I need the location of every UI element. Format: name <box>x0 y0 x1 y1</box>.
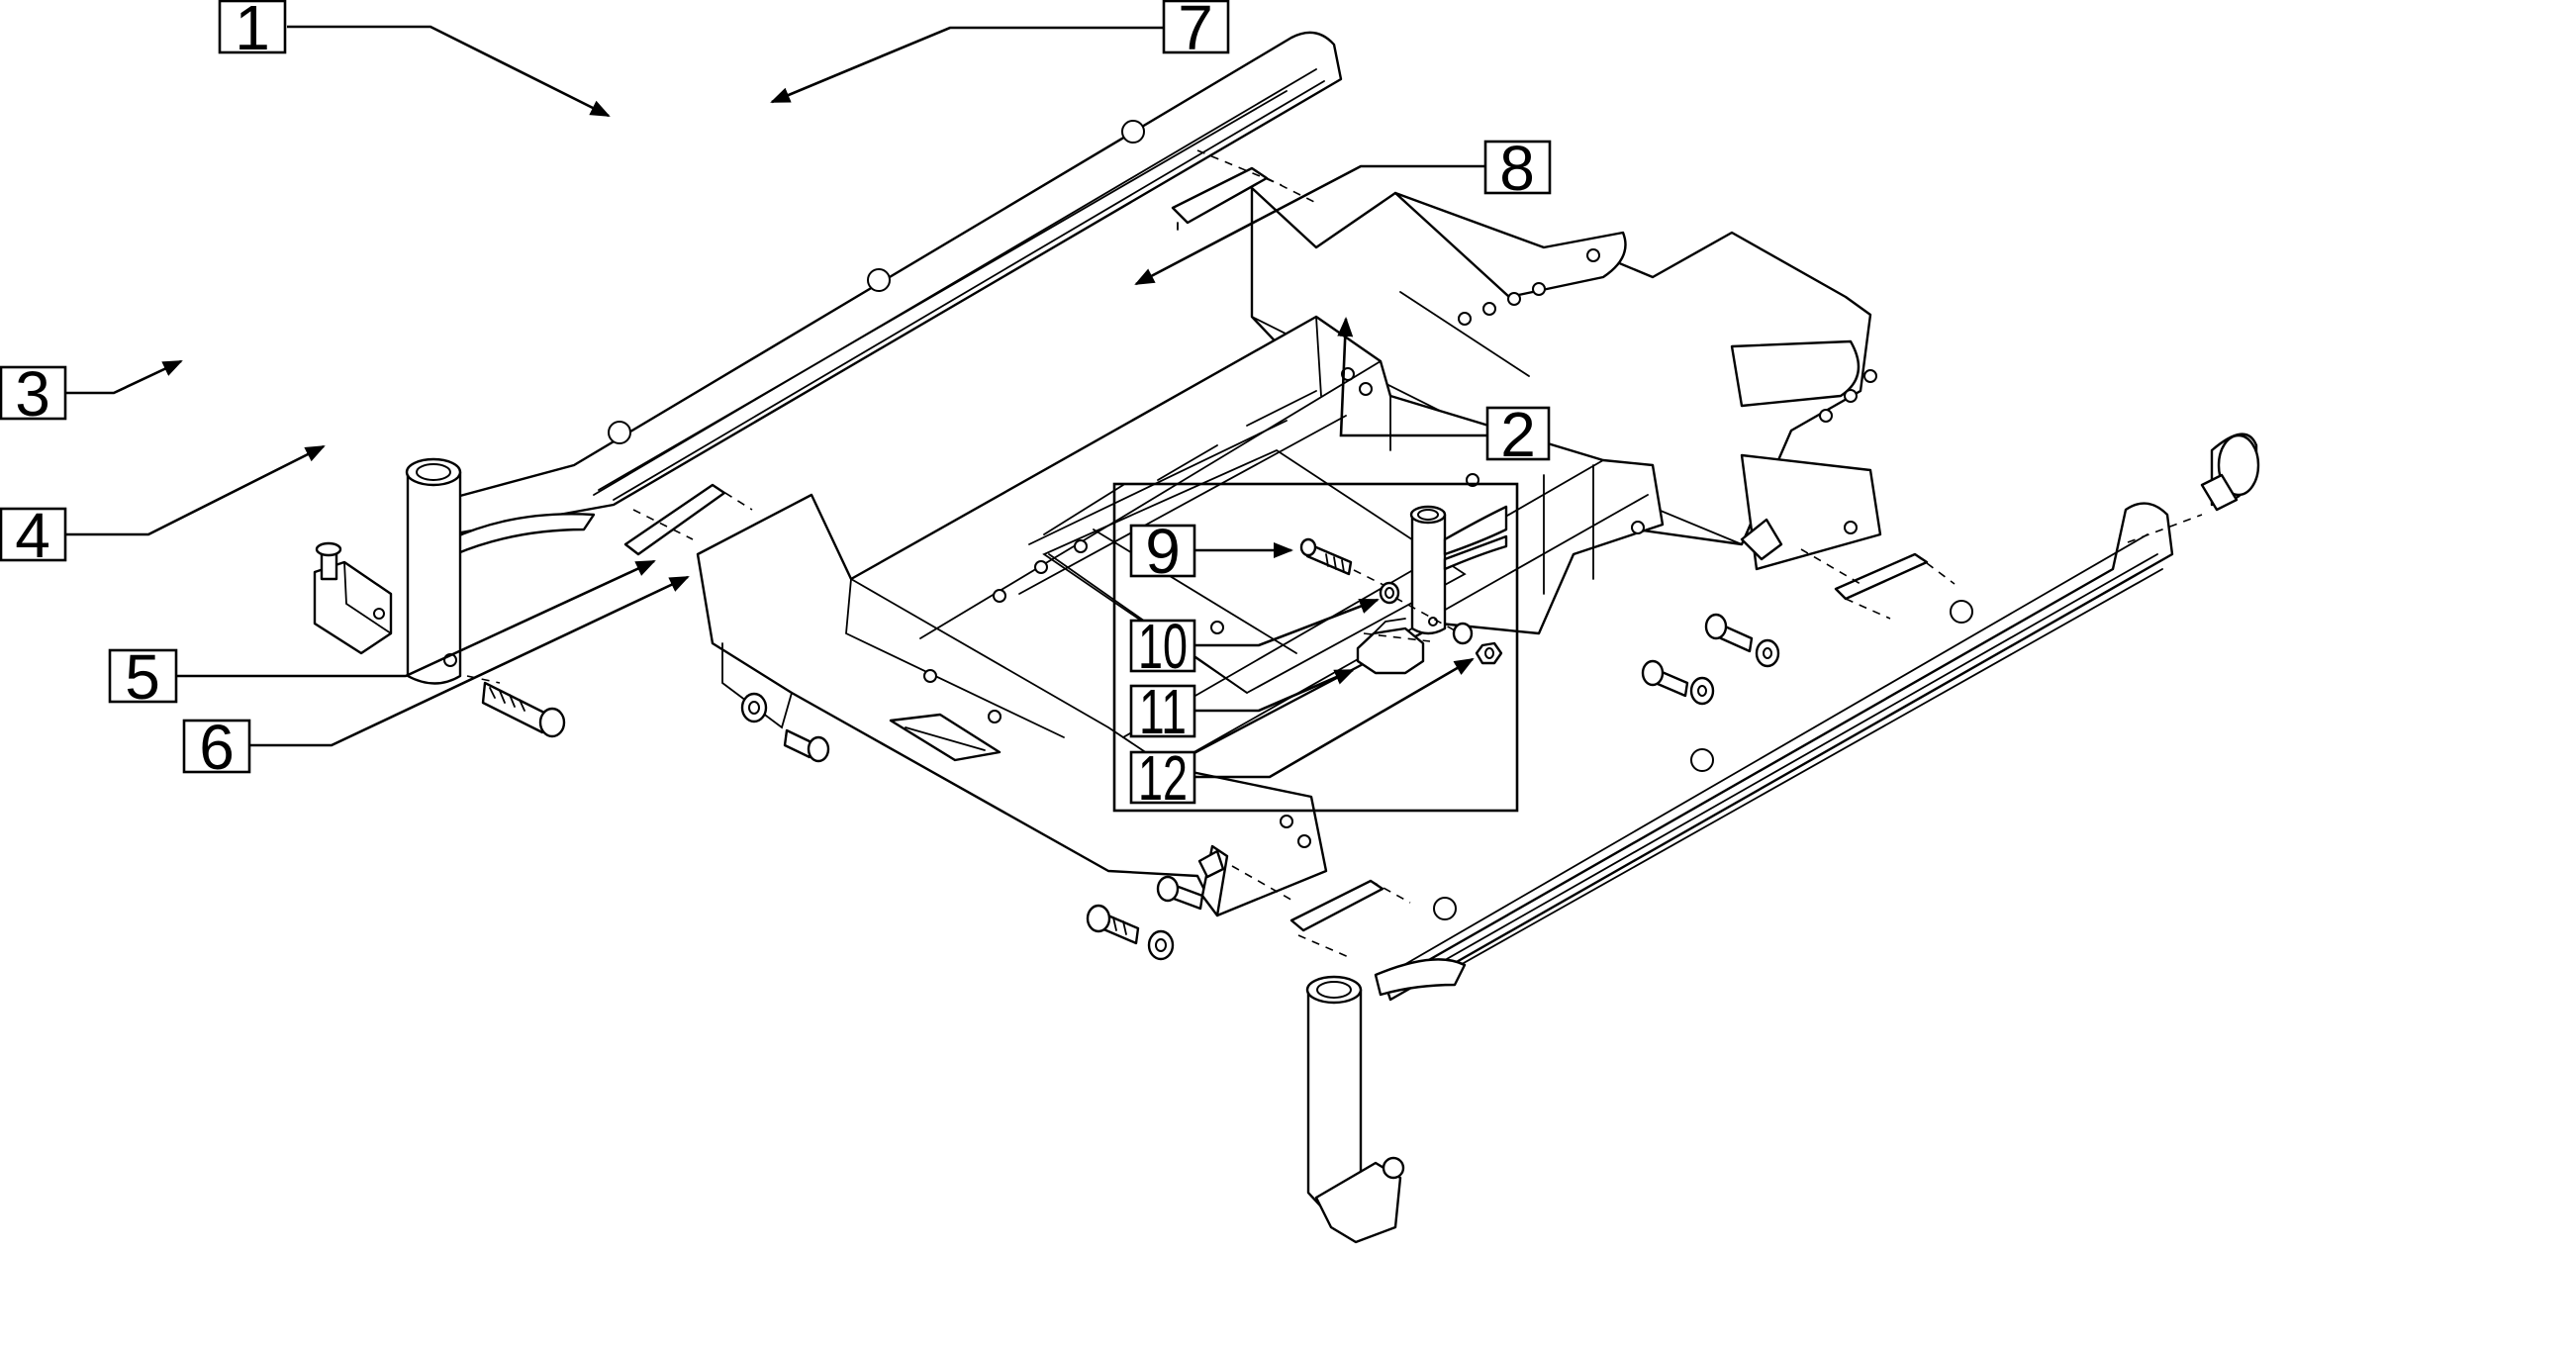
callout-4: 4 <box>0 500 67 571</box>
callout-label-12: 12 <box>1138 742 1188 814</box>
callout-label-3: 3 <box>15 358 50 430</box>
front-center-screw <box>1156 875 1204 911</box>
callout-12: 12 <box>1129 742 1196 814</box>
callout-6: 6 <box>182 712 251 783</box>
callout-label-7: 7 <box>1178 0 1213 63</box>
callout-11: 11 <box>1129 676 1196 747</box>
callout-label-10: 10 <box>1138 611 1188 682</box>
callout-label-5: 5 <box>125 641 160 713</box>
callout-label-2: 2 <box>1500 399 1536 470</box>
callout-7: 7 <box>1162 0 1230 63</box>
inset-detail <box>1112 482 1519 813</box>
clip-brackets <box>466 149 2203 959</box>
front-washer-part-6 <box>1147 929 1175 961</box>
leader-lines <box>66 25 1489 747</box>
callout-label-1: 1 <box>235 0 270 63</box>
callout-label-4: 4 <box>15 500 50 571</box>
left-side-rail <box>405 31 1343 685</box>
callout-label-9: 9 <box>1145 516 1181 587</box>
rear-right-screws <box>1641 613 1780 706</box>
callout-label-8: 8 <box>1499 133 1535 204</box>
callout-3: 3 <box>0 358 67 430</box>
left-screw-washer <box>740 692 830 763</box>
callout-2: 2 <box>1485 399 1551 470</box>
bolt-part-4 <box>481 681 566 738</box>
callout-label-11: 11 <box>1139 676 1187 747</box>
callout-8: 8 <box>1483 133 1552 204</box>
callout-1: 1 <box>218 0 287 63</box>
front-screw-part-5 <box>1086 904 1140 945</box>
right-side-rail <box>1305 502 2174 1244</box>
callout-9: 9 <box>1129 516 1196 587</box>
callout-label-6: 6 <box>199 712 235 783</box>
callout-5: 5 <box>108 641 178 713</box>
rear-end-cap <box>2200 433 2260 512</box>
caster-lock-pin <box>313 541 393 655</box>
callout-10: 10 <box>1129 611 1196 682</box>
main-seat-frame <box>696 315 1665 917</box>
